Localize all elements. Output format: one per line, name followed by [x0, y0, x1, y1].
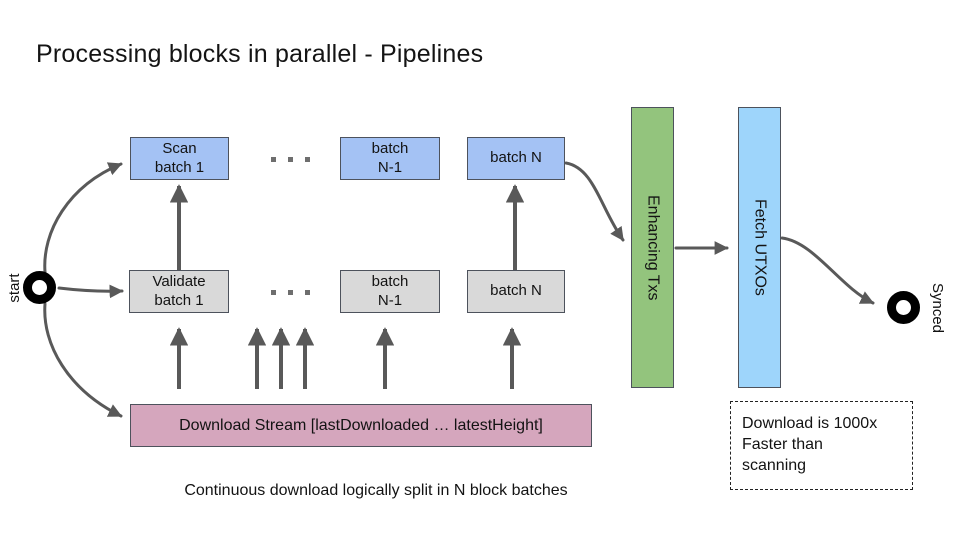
node-enhancing-txs: Enhancing Txs	[631, 107, 674, 388]
diagram-caption: Continuous download logically split in N…	[184, 482, 568, 499]
node-label: batch	[371, 272, 409, 290]
note-download-speed: Download is 1000x Faster than scanning	[730, 401, 913, 490]
node-label: batch N	[490, 282, 542, 300]
node-label: N-1	[377, 291, 403, 309]
node-scan-batch-n-minus-1: batch N-1	[340, 137, 440, 180]
synced-label: Synced	[929, 282, 947, 334]
node-label: Fetch UTXOs	[751, 199, 769, 296]
ellipsis-dots-top	[271, 157, 310, 162]
node-label: Scan	[162, 139, 197, 157]
node-label: Enhancing Txs	[644, 194, 662, 301]
node-validate-batch-n-minus-1: batch N-1	[340, 270, 440, 313]
node-label: Download Stream [lastDownloaded … latest…	[179, 416, 543, 434]
note-line: scanning	[742, 457, 807, 475]
note-line: Download is 1000x	[742, 415, 878, 432]
node-label: batch N	[490, 149, 542, 167]
connector-batchn-to-enhancing	[564, 161, 625, 242]
node-download-stream: Download Stream [lastDownloaded … latest…	[130, 404, 592, 447]
connector-fetch-to-synced	[780, 236, 875, 305]
connector-start-to-scan	[43, 162, 123, 274]
connector-start-to-download	[43, 302, 123, 418]
node-label: batch	[371, 139, 409, 157]
page-title: Processing blocks in parallel - Pipeline…	[36, 40, 484, 68]
node-validate-batch-1: Validate batch 1	[129, 270, 229, 313]
node-label: Validate	[152, 272, 206, 290]
node-validate-batch-n: batch N	[467, 270, 565, 313]
ellipsis-dots-middle	[271, 290, 310, 295]
node-label: batch 1	[154, 158, 205, 176]
connector-start-to-validate	[57, 284, 124, 299]
note-line: Faster than	[742, 436, 823, 454]
start-terminal-icon	[23, 271, 56, 304]
node-label: N-1	[377, 158, 403, 176]
node-scan-batch-1: Scan batch 1	[130, 137, 229, 180]
start-label: start	[5, 273, 23, 303]
synced-terminal-icon	[887, 291, 920, 324]
node-fetch-utxos: Fetch UTXOs	[738, 107, 781, 388]
node-scan-batch-n: batch N	[467, 137, 565, 180]
node-label: batch 1	[154, 291, 204, 309]
